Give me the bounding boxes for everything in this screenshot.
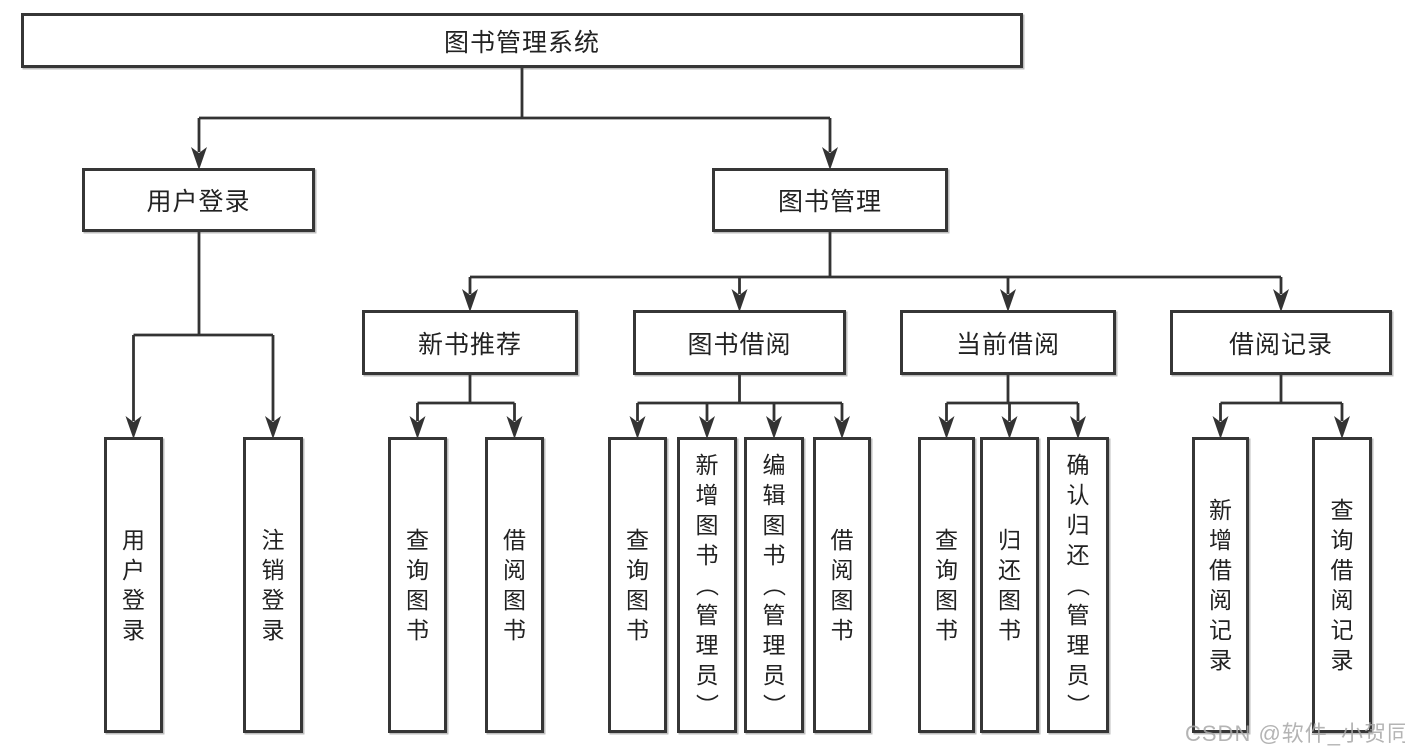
watermark: CSDN @软件_小贺同学 — [1185, 721, 1405, 746]
leaf-query-borrow-record: 查询借阅记录 — [1312, 437, 1372, 733]
leaf-borrow-books: 借阅图书 — [813, 437, 871, 733]
node-user-login: 用户登录 — [82, 168, 315, 232]
leaf-return-book: 归还图书 — [980, 437, 1039, 733]
leaf-query-books-recommend: 查询图书 — [388, 437, 447, 733]
node-root: 图书管理系统 — [21, 13, 1023, 68]
node-current-borrow: 当前借阅 — [900, 310, 1116, 375]
leaf-add-book-admin: 新增图书（管理员） — [677, 437, 737, 733]
node-book-management: 图书管理 — [712, 168, 948, 232]
leaf-query-books-borrow: 查询图书 — [608, 437, 667, 733]
leaf-edit-book-admin: 编辑图书（管理员） — [744, 437, 804, 733]
leaf-user-login: 用户登录 — [104, 437, 163, 733]
leaf-borrow-books-recommend: 借阅图书 — [485, 437, 544, 733]
node-borrow-records: 借阅记录 — [1170, 310, 1392, 375]
node-book-borrow: 图书借阅 — [633, 310, 846, 375]
leaf-add-borrow-record: 新增借阅记录 — [1192, 437, 1249, 733]
leaf-logout: 注销登录 — [243, 437, 303, 733]
leaf-confirm-return-admin: 确认归还（管理员） — [1047, 437, 1109, 733]
node-new-book-recommend: 新书推荐 — [362, 310, 578, 375]
leaf-query-books-current: 查询图书 — [918, 437, 975, 733]
